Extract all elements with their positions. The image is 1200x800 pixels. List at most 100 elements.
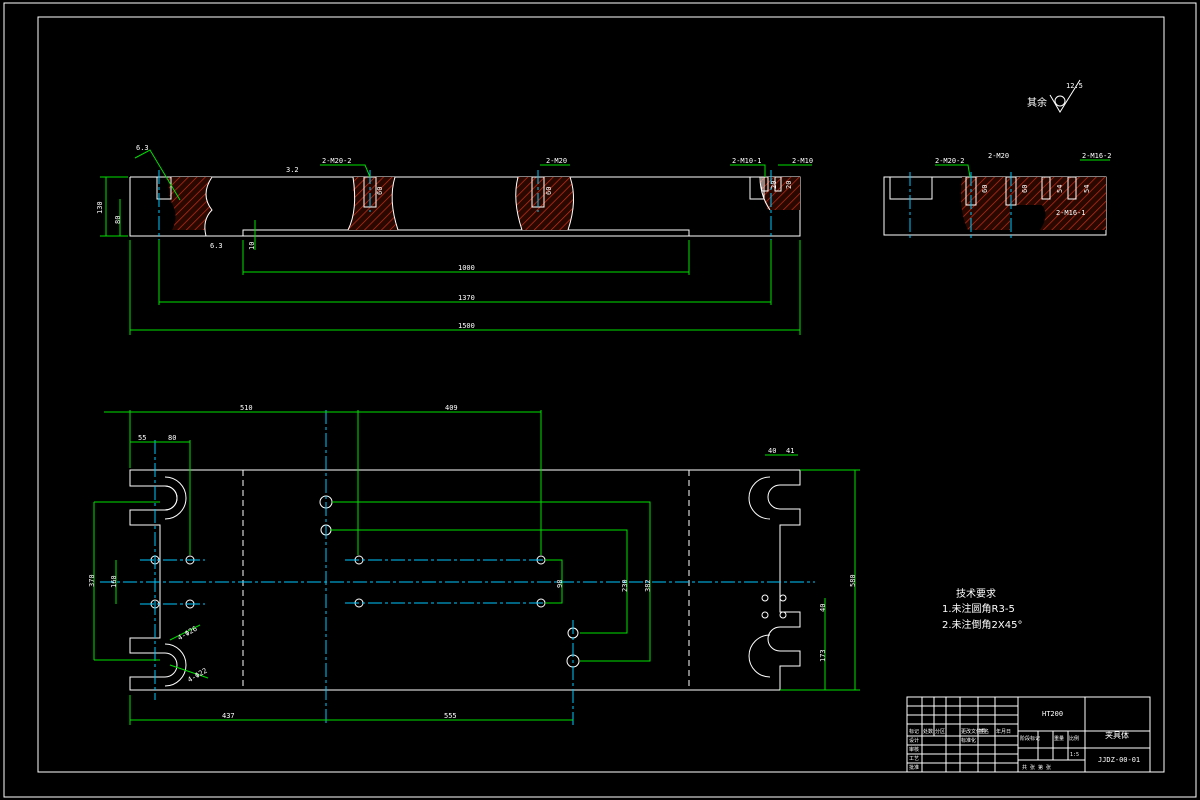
side-callout-a: 2-M20-2: [935, 157, 965, 165]
dim-right-c-label: 40: [819, 604, 827, 612]
tb-label-3: 更改文件号: [961, 728, 986, 735]
tb-scale: 1:5: [1070, 752, 1079, 758]
hole-r4: [779, 611, 787, 619]
tb-label-8: 审核: [909, 746, 919, 753]
u-slot-br-outer: [748, 634, 771, 678]
dim-right-a: 40: [768, 447, 776, 455]
dim-top-a-label: 510: [240, 404, 253, 412]
hole-r1: [761, 594, 769, 602]
tb-label-0: 标记: [909, 728, 919, 735]
outer-frame: [3, 2, 1197, 798]
remainder-label: 其余: [1027, 96, 1047, 109]
depth-a: 60: [376, 187, 384, 195]
hole-right-b: [774, 176, 782, 192]
side-hatch: [960, 177, 1106, 230]
callout-bottom-rough: 6.3: [210, 242, 223, 250]
leader-hole-1: [169, 624, 201, 641]
dim-right-b: 41: [786, 447, 794, 455]
side-depth-3: 54: [1056, 185, 1064, 193]
side-view: 2-M20-2 2-M20 2-M16-2 2-M16-1 60 60 54 5…: [883, 79, 1112, 240]
tb-label-12: 重量: [1054, 735, 1064, 742]
plan-view: 510 409 55 80 370 160 580 230 382 98 40 …: [88, 404, 860, 725]
callout-left-rough: 6.3: [136, 144, 149, 152]
dim-230-path: [330, 529, 628, 634]
hole-note-1: 4-Φ26: [176, 625, 198, 642]
plan-outline: [129, 469, 801, 691]
dim-total-label: 1500: [458, 322, 475, 330]
leader-left: [134, 149, 181, 201]
tb-label-10: 批准: [909, 764, 919, 771]
counterbore-right: [749, 176, 765, 200]
break-mid2b: [567, 176, 574, 231]
title-block: HT200 夹具体 JJDZ-00-01 标记 处数 分区 更改文件号 签名 年…: [906, 696, 1151, 773]
tb-label-6: 设计: [909, 737, 919, 744]
inner-frame: [37, 16, 1165, 773]
hole-r3: [761, 611, 769, 619]
dim-98-label: 98: [556, 580, 564, 588]
dim-slot-depth-label: 10: [248, 242, 256, 250]
side-callout-c: 2-M16-2: [1082, 152, 1112, 160]
u-slot-tr-outer: [748, 476, 771, 520]
dim-slot-label: 1000: [458, 264, 475, 272]
break-mid2a: [515, 176, 523, 231]
dim-left-160-label: 160: [110, 575, 118, 588]
dim-right-580-label: 580: [849, 574, 857, 587]
dim-382-path: [332, 501, 651, 662]
depth-c: 20: [770, 181, 778, 189]
tech-title: 技术要求: [956, 587, 996, 600]
depth-b: 60: [545, 187, 553, 195]
callout-right-b: 2-M10: [792, 157, 813, 165]
side-callout-b: 2-M20: [988, 152, 1009, 160]
break-mid1a: [347, 176, 356, 231]
side-counterbore: [889, 176, 933, 200]
tech-item-1: 1.未注圆角R3-5: [942, 602, 1015, 615]
dim-bot-b-label: 555: [444, 712, 457, 720]
tb-label-13: 比例: [1069, 735, 1079, 742]
dim-height-label: 130: [96, 201, 104, 214]
side-leader-a: [935, 164, 971, 178]
hole-r2: [779, 594, 787, 602]
hatch-left: [168, 177, 212, 230]
title-block-frame: [906, 696, 1151, 773]
leader-right-a: [730, 164, 766, 177]
dim-slot-w: 55: [138, 434, 146, 442]
tb-label-1: 处数: [923, 728, 933, 735]
dim-98-path: [545, 559, 563, 604]
u-slot-tl: [164, 485, 178, 511]
tb-label-5: 年月日: [996, 728, 1011, 735]
dim-height-inner-label: 80: [114, 216, 122, 224]
counterbore-left: [156, 176, 172, 200]
section-view: 1500 1370 1000 130 80 10 6.3 3.2 6.3 2-M…: [96, 144, 813, 335]
title-part-name: 夹具体: [1105, 730, 1129, 740]
tb-label-4: 签名: [979, 728, 989, 735]
tech-item-2: 2.未注倒角2X45°: [942, 618, 1022, 631]
leader-mid1: [320, 164, 371, 178]
break-mid1b: [391, 176, 399, 231]
dim-span-label: 1370: [458, 294, 475, 302]
callout-top-rough: 3.2: [286, 166, 299, 174]
dim-bot-a-label: 437: [222, 712, 235, 720]
dim-left-370-label: 370: [88, 574, 96, 587]
u-slot-tl-outer: [164, 476, 187, 520]
title-drawing-no: JJDZ-00-01: [1098, 756, 1140, 764]
break-right: [759, 176, 771, 211]
dim-right-d-label: 173: [819, 649, 827, 662]
dim-top-b-label: 409: [445, 404, 458, 412]
tb-label-9: 工艺: [909, 756, 919, 762]
side-hole-4: [1067, 176, 1077, 200]
dim-slot-c: 80: [168, 434, 176, 442]
tb-label-11: 阶段标记: [1020, 735, 1040, 742]
side-callout-d: 2-M16-1: [1056, 209, 1086, 217]
side-depth-2: 60: [1021, 185, 1029, 193]
tb-label-2: 分区: [935, 728, 945, 735]
callout-mid2: 2-M20: [546, 157, 567, 165]
remainder-roughness: 12.5: [1066, 82, 1083, 90]
section-outline: [129, 176, 801, 237]
side-depth-1: 60: [981, 185, 989, 193]
tech-requirements: 技术要求 1.未注圆角R3-5 2.未注倒角2X45°: [942, 587, 1022, 631]
callout-mid1: 2-M20-2: [322, 157, 352, 165]
side-depth-4: 54: [1083, 185, 1091, 193]
roughness-symbol-icon: [1049, 79, 1081, 113]
side-hole-3: [1041, 176, 1051, 200]
